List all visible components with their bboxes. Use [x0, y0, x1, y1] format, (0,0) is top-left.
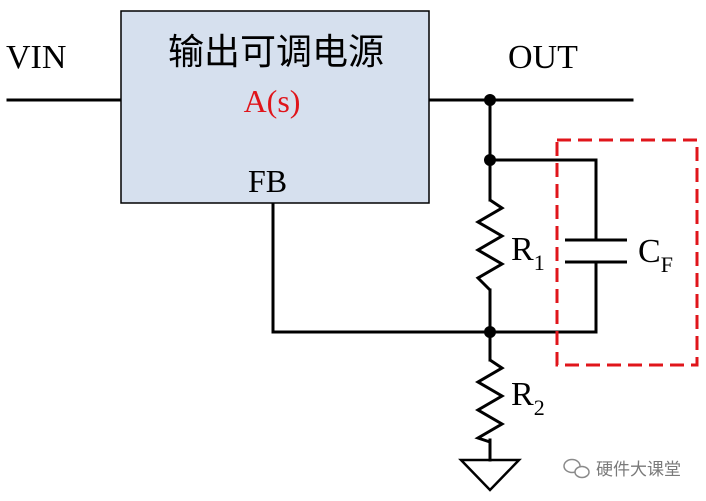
watermark: 硬件大课堂: [563, 458, 681, 480]
fb-label: FB: [248, 163, 287, 199]
block-title: 输出可调电源: [168, 32, 384, 73]
fb-feedback-wire: [271, 200, 492, 334]
r1-letter: R: [511, 231, 534, 268]
junction-dot-cf: [484, 154, 496, 166]
r1-subscript: 1: [534, 250, 545, 275]
cf-letter: C: [638, 233, 661, 270]
r1-label: R1: [511, 231, 545, 275]
block-transfer-function: A(s): [244, 83, 301, 119]
r2-letter: R: [511, 376, 534, 413]
r2-subscript: 2: [534, 395, 545, 420]
r2-label: R2: [511, 376, 545, 420]
cf-branch-top-wire: [488, 158, 598, 242]
watermark-text: 硬件大课堂: [596, 460, 681, 480]
ground-symbol: [458, 458, 522, 492]
out-label: OUT: [508, 39, 578, 76]
cf-subscript: F: [661, 252, 673, 277]
resistor-r2: [474, 358, 505, 444]
junction-dot-fb: [484, 326, 496, 338]
wechat-icon: [563, 458, 590, 479]
vin-label: VIN: [6, 39, 66, 76]
junction-dot-out: [484, 94, 496, 106]
cf-label: CF: [638, 233, 673, 277]
resistor-r1: [475, 198, 505, 292]
power-supply-block: [120, 10, 430, 204]
cf-highlight-box: [555, 138, 699, 367]
cf-branch-bottom-wire: [488, 260, 598, 334]
